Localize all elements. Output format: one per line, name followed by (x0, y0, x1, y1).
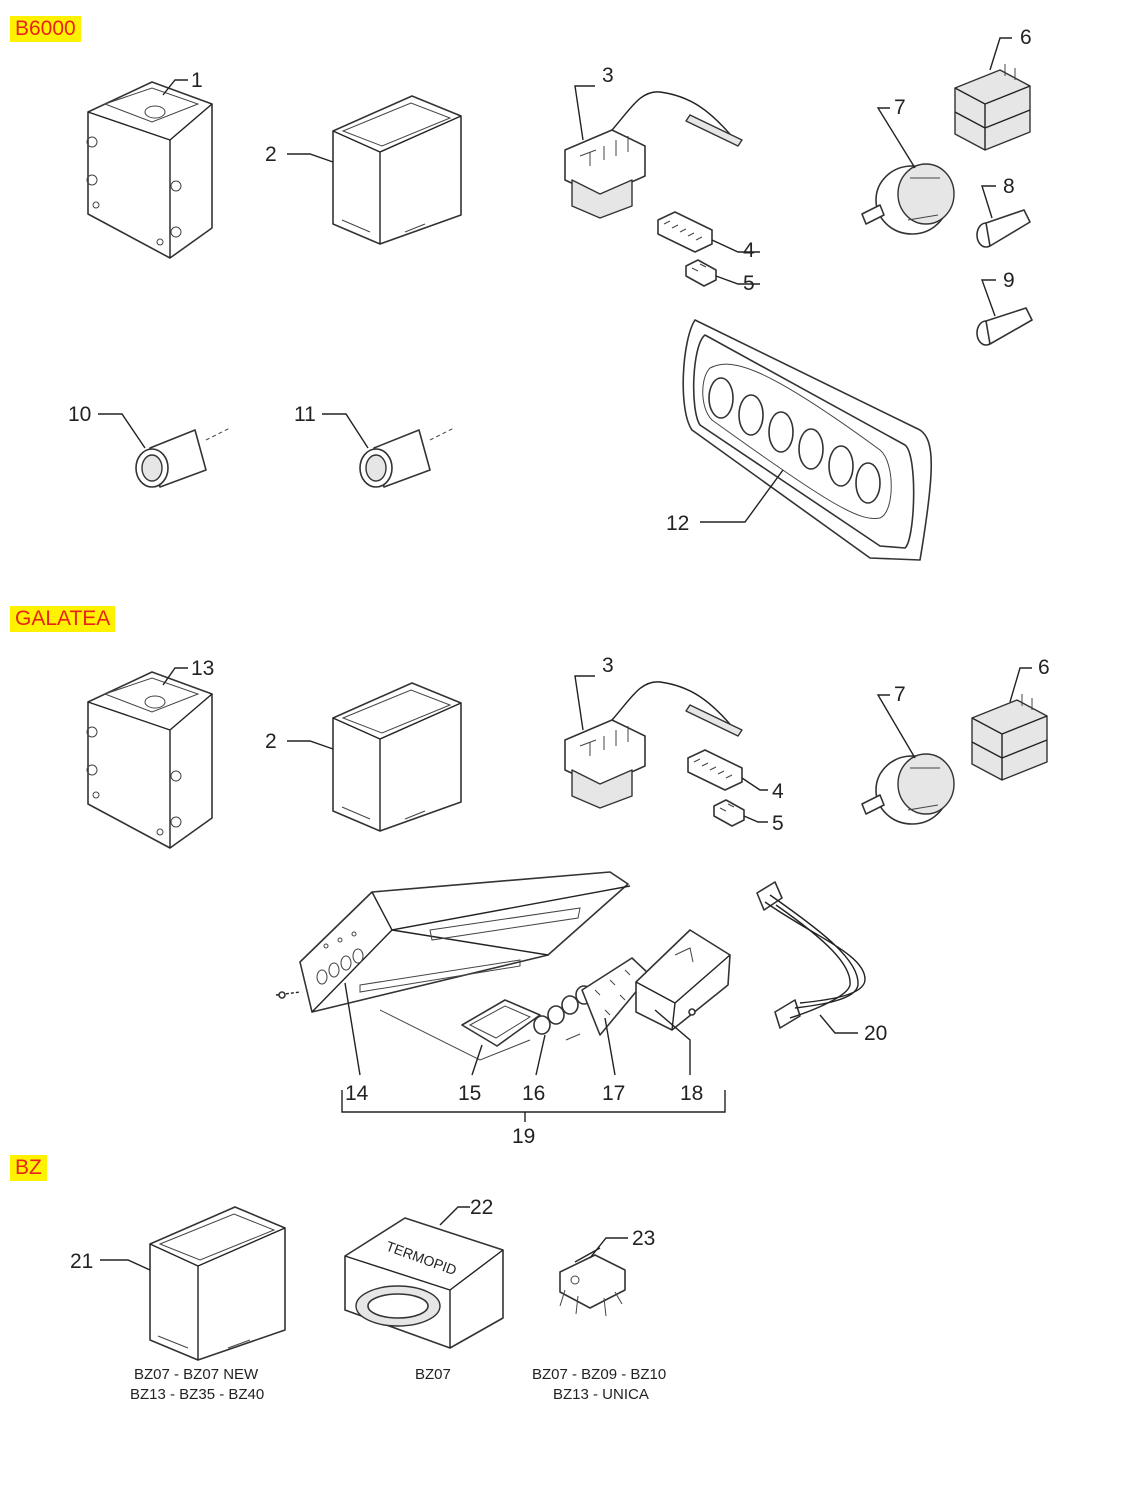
callout-15: 15 (458, 1082, 481, 1105)
callout-22: 22 (470, 1196, 493, 1219)
callout-2-galatea: 2 (265, 730, 277, 753)
part-1-control-box (86, 81, 213, 259)
section-label-b6000: B6000 (10, 16, 81, 42)
caption-part-21-line-2: BZ13 - BZ35 - BZ40 (130, 1386, 264, 1403)
callout-2: 2 (265, 143, 277, 166)
part-4-terminal-strip (657, 211, 713, 253)
callout-17: 17 (602, 1082, 625, 1105)
part-18-electronic-module (635, 929, 731, 1031)
callout-14: 14 (345, 1082, 369, 1105)
callout-18: 18 (680, 1082, 703, 1105)
callout-3-galatea: 3 (602, 654, 614, 677)
caption-part-22: BZ07 (415, 1366, 451, 1383)
caption-part-23-line-2: BZ13 - UNICA (553, 1386, 649, 1403)
part-3-thermostat (564, 91, 743, 219)
callout-12: 12 (666, 512, 689, 535)
part-9-indicator-lamp (976, 307, 1033, 346)
part-8-indicator-lamp (976, 209, 1031, 248)
part-7-rotary-switch-galatea (861, 753, 955, 825)
part-22-termopid-module: TERMOPID (344, 1217, 504, 1349)
callout-6-galatea: 6 (1038, 656, 1050, 679)
part-12-keypad-panel (682, 319, 933, 561)
part-15-gasket (379, 999, 541, 1061)
callout-21: 21 (70, 1250, 93, 1273)
callout-7-galatea: 7 (894, 683, 906, 706)
callout-16: 16 (522, 1082, 545, 1105)
callout-23: 23 (632, 1227, 655, 1250)
part-6-relay (954, 64, 1031, 151)
callout-5-galatea: 5 (772, 812, 784, 835)
part-3-thermostat-galatea (564, 681, 743, 809)
part-16-buttons (533, 985, 593, 1041)
callout-6: 6 (1020, 26, 1032, 49)
caption-part-23-line-1: BZ07 - BZ09 - BZ10 (532, 1366, 666, 1383)
part-10-push-button (135, 427, 231, 488)
part-21-relay-cube (149, 1206, 286, 1361)
part-7-rotary-switch (861, 163, 955, 235)
section-label-galatea: GALATEA (10, 606, 116, 632)
part-4-terminal-strip-galatea (687, 749, 743, 791)
part-6-relay-galatea (971, 694, 1048, 781)
callout-20: 20 (864, 1022, 887, 1045)
part-11-push-button (359, 427, 455, 488)
callout-7: 7 (894, 96, 906, 119)
part-13-control-box (86, 671, 213, 849)
section-label-bz: BZ (10, 1155, 47, 1181)
part-2-relay-cube-galatea (332, 682, 462, 832)
part-2-relay-cube (332, 95, 462, 245)
part-5-connector (685, 259, 717, 287)
callout-4-galatea: 4 (772, 780, 784, 803)
callout-10: 10 (68, 403, 91, 426)
callout-5: 5 (743, 272, 755, 295)
callout-1: 1 (191, 69, 203, 92)
callout-8: 8 (1003, 175, 1015, 198)
part-23-microswitch (559, 1247, 626, 1317)
part-5-connector-galatea (713, 799, 745, 827)
caption-part-21-line-1: BZ07 - BZ07 NEW (134, 1366, 259, 1383)
callout-9: 9 (1003, 269, 1015, 292)
callout-4: 4 (743, 239, 755, 262)
part-20-ribbon-cable (756, 881, 866, 1029)
callout-3: 3 (602, 64, 614, 87)
part-14-panel-housing (275, 871, 631, 1013)
callout-19: 19 (512, 1125, 535, 1148)
callout-11: 11 (294, 403, 316, 426)
callout-13: 13 (191, 657, 214, 680)
